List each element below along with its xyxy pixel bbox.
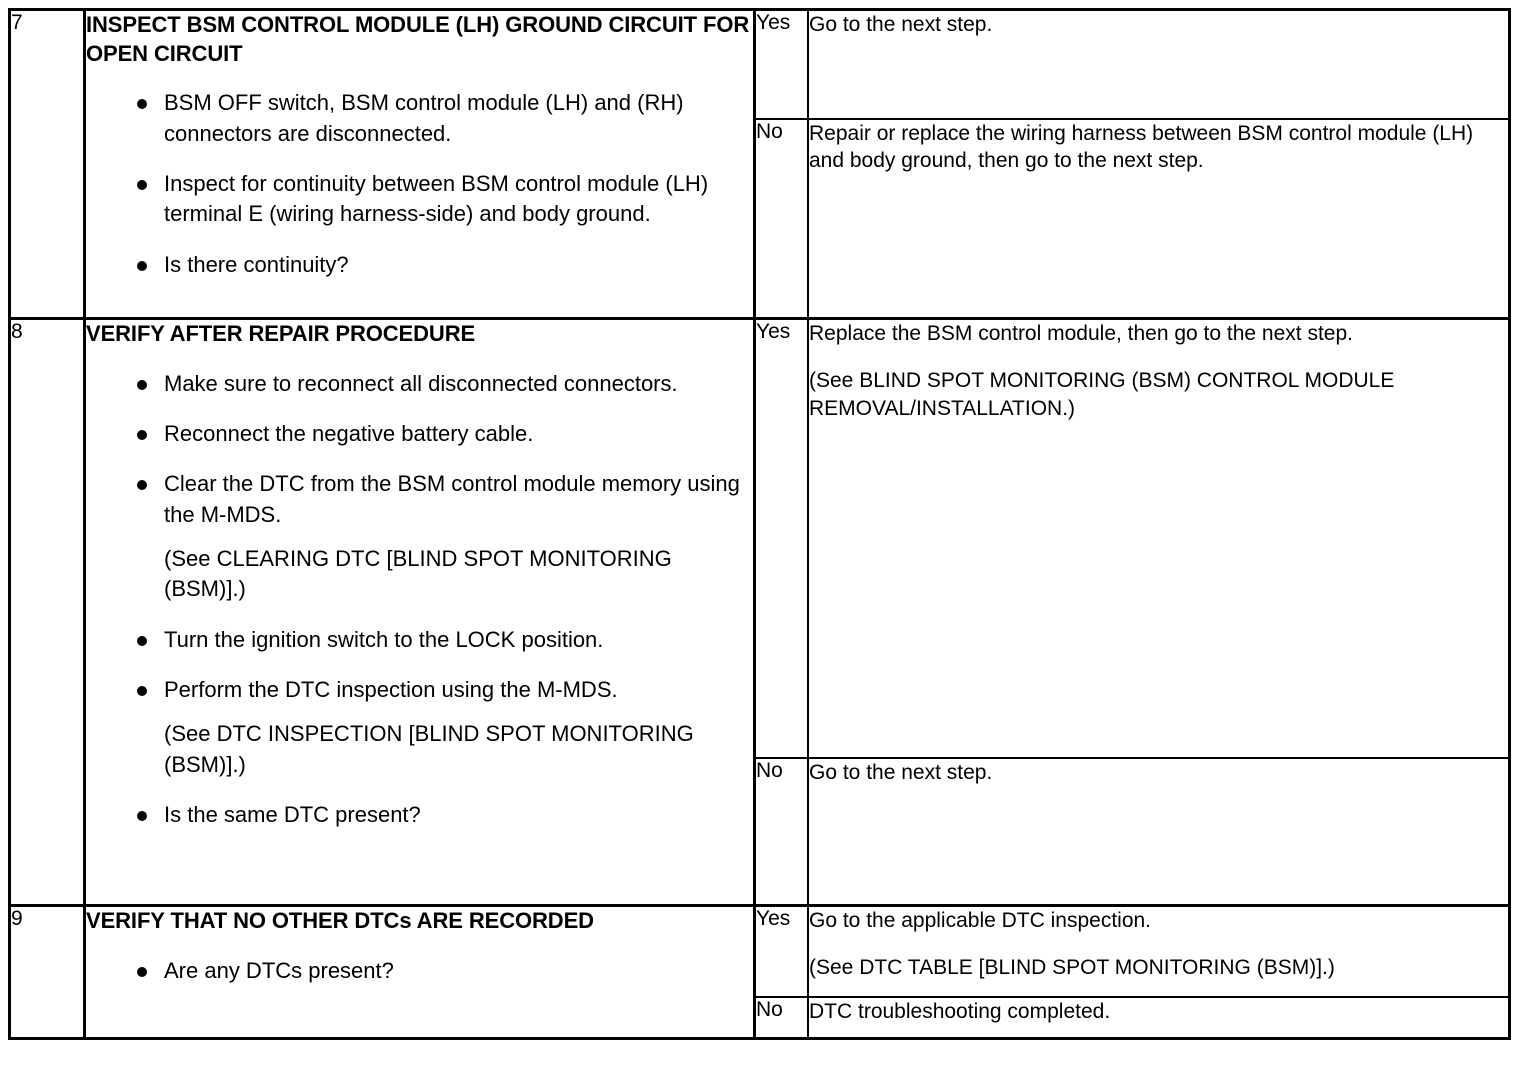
step-result-cell: Yes Replace the BSM control module, then… — [753, 317, 1511, 907]
list-item-text: Turn the ignition switch to the LOCK pos… — [164, 626, 604, 652]
result-paragraph-reference: (See BLIND SPOT MONITORING (BSM) CONTROL… — [809, 369, 1395, 420]
bullet-dot-icon — [137, 811, 147, 822]
result-label-yes: Yes — [756, 11, 791, 34]
yes-no-table: Yes Replace the BSM control module, then… — [756, 320, 1508, 904]
bullet-dot-icon — [137, 686, 147, 697]
list-item: Is the same DTC present? — [86, 800, 753, 830]
result-text-yes: Go to the next step. — [807, 11, 1508, 119]
step-action-cell: VERIFY AFTER REPAIR PROCEDURE Make sure … — [83, 317, 756, 907]
list-item-text: (See DTC INSPECTION [BLIND SPOT MONITORI… — [164, 721, 694, 777]
result-row-yes: Yes Go to the next step. — [756, 11, 1508, 119]
list-item-text: Inspect for continuity between BSM contr… — [164, 170, 709, 227]
bullet-dot-icon — [137, 260, 147, 271]
result-label-no: No — [756, 996, 808, 1037]
table-row: 7 INSPECT BSM CONTROL MODULE (LH) GROUND… — [8, 8, 1511, 320]
step-title: VERIFY THAT NO OTHER DTCs ARE RECORDED — [86, 908, 594, 933]
result-label-yes: Yes — [756, 907, 791, 930]
list-item: Clear the DTC from the BSM control modul… — [86, 469, 753, 530]
result-row-yes: Yes Replace the BSM control module, then… — [756, 320, 1508, 758]
list-item: BSM OFF switch, BSM control module (LH) … — [86, 88, 753, 149]
bullet-dot-icon — [137, 635, 147, 646]
result-label-yes: Yes — [756, 320, 791, 343]
yes-no-table: Yes Go to the applicable DTC inspection.… — [756, 907, 1508, 1037]
step-bullet-list: Are any DTCs present? — [86, 956, 753, 986]
result-text-yes: Replace the BSM control module, then go … — [807, 320, 1508, 758]
step-bullet-list: BSM OFF switch, BSM control module (LH) … — [86, 88, 753, 280]
bullet-dot-icon — [137, 99, 147, 110]
list-item: Reconnect the negative battery cable. — [86, 419, 753, 449]
result-label-no: No — [756, 118, 808, 317]
step-bullet-list: Make sure to reconnect all disconnected … — [86, 369, 753, 831]
result-paragraph: Go to the applicable DTC inspection. — [809, 909, 1152, 932]
list-item-text: (See CLEARING DTC [BLIND SPOT MONITORING… — [164, 546, 672, 602]
step-number: 9 — [8, 904, 86, 1040]
list-item: Is there continuity? — [86, 250, 753, 280]
bullet-dot-icon — [137, 379, 147, 390]
dtc-troubleshooting-table: 7 INSPECT BSM CONTROL MODULE (LH) GROUND… — [8, 8, 1511, 1040]
step-action-cell: INSPECT BSM CONTROL MODULE (LH) GROUND C… — [83, 8, 756, 320]
list-item: Are any DTCs present? — [86, 956, 753, 986]
yes-no-table: Yes Go to the next step. No Repair or re… — [756, 11, 1508, 317]
list-item-text: Make sure to reconnect all disconnected … — [164, 370, 678, 396]
result-label-no: No — [756, 757, 808, 904]
result-row-no: No DTC troubleshooting completed. — [756, 996, 1508, 1037]
result-row-yes: Yes Go to the applicable DTC inspection.… — [756, 907, 1508, 997]
list-item-text: BSM OFF switch, BSM control module (LH) … — [164, 90, 684, 146]
table-row: 8 VERIFY AFTER REPAIR PROCEDURE Make sur… — [8, 317, 1511, 907]
result-text-no: DTC troubleshooting completed. — [807, 996, 1508, 1037]
step-title: INSPECT BSM CONTROL MODULE (LH) GROUND C… — [86, 12, 750, 66]
step-result-cell: Yes Go to the next step. No Repair or re… — [753, 8, 1511, 320]
bullet-dot-icon — [137, 966, 147, 977]
list-item: Make sure to reconnect all disconnected … — [86, 369, 753, 399]
bullet-dot-icon — [137, 179, 147, 190]
list-item-text: Clear the DTC from the BSM control modul… — [164, 471, 740, 527]
list-item-text: Are any DTCs present? — [164, 957, 394, 983]
step-number: 7 — [8, 8, 86, 320]
step-number: 8 — [8, 317, 86, 907]
result-text-no: Go to the next step. — [807, 757, 1508, 904]
list-item: Inspect for continuity between BSM contr… — [86, 169, 753, 230]
step-result-cell: Yes Go to the applicable DTC inspection.… — [753, 904, 1511, 1040]
list-item-text: Is the same DTC present? — [164, 802, 421, 828]
step-action-cell: VERIFY THAT NO OTHER DTCs ARE RECORDED A… — [83, 904, 756, 1040]
result-paragraph: Replace the BSM control module, then go … — [809, 322, 1353, 345]
list-item-text: Is there continuity? — [164, 251, 349, 277]
list-item-note: (See DTC INSPECTION [BLIND SPOT MONITORI… — [86, 719, 753, 780]
result-paragraph: Repair or replace the wiring harness bet… — [809, 122, 1474, 173]
result-row-no: No Go to the next step. — [756, 757, 1508, 904]
list-item-note: (See CLEARING DTC [BLIND SPOT MONITORING… — [86, 544, 753, 605]
result-text-yes: Go to the applicable DTC inspection. (Se… — [807, 907, 1508, 997]
result-row-no: No Repair or replace the wiring harness … — [756, 118, 1508, 317]
list-item: Perform the DTC inspection using the M-M… — [86, 675, 753, 705]
list-item-text: Reconnect the negative battery cable. — [164, 420, 534, 446]
bullet-dot-icon — [137, 480, 147, 491]
list-item: Turn the ignition switch to the LOCK pos… — [86, 625, 753, 655]
list-item-text: Perform the DTC inspection using the M-M… — [164, 677, 618, 703]
bullet-dot-icon — [137, 429, 147, 440]
result-paragraph: Go to the next step. — [809, 13, 993, 36]
result-paragraph: Go to the next step. — [809, 761, 993, 784]
result-paragraph-reference: (See DTC TABLE [BLIND SPOT MONITORING (B… — [809, 956, 1335, 980]
table-row: 9 VERIFY THAT NO OTHER DTCs ARE RECORDED… — [8, 904, 1511, 1040]
result-paragraph: DTC troubleshooting completed. — [809, 1000, 1111, 1023]
result-text-no: Repair or replace the wiring harness bet… — [807, 118, 1508, 317]
step-title: VERIFY AFTER REPAIR PROCEDURE — [86, 321, 476, 346]
